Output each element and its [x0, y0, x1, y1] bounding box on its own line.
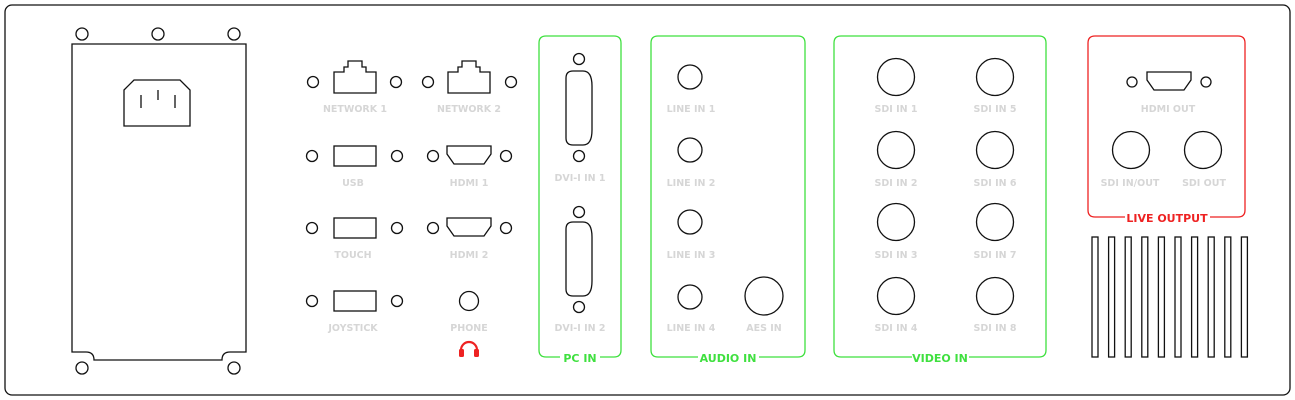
group-label: VIDEO IN — [912, 352, 968, 365]
dvi-icon — [565, 70, 593, 146]
vent-slot — [1124, 236, 1132, 358]
vent-slot — [1240, 236, 1249, 358]
port-joystick: JOYSTICK — [305, 290, 404, 334]
port-label: SDI IN 2 — [875, 178, 918, 189]
port-hdmi-1: HDMI 1 — [426, 145, 513, 189]
hdmi-icon — [446, 217, 492, 237]
port-label: LINE IN 2 — [667, 178, 716, 189]
port-label: HDMI OUT — [1141, 104, 1196, 115]
port-label: DVI-I IN 1 — [555, 173, 606, 184]
port-label: SDI IN/OUT — [1101, 178, 1160, 189]
usb-icon — [333, 145, 377, 167]
bnc-icon — [975, 202, 1015, 242]
bnc-icon — [876, 202, 916, 242]
audio-jack-icon — [677, 284, 703, 310]
power-inlet-icon — [123, 79, 191, 127]
bnc-icon — [975, 57, 1015, 97]
port-label: LINE IN 1 — [667, 104, 716, 115]
panel-outline — [4, 4, 1291, 396]
group-video-in: VIDEO IN SDI IN 1 SDI IN 2 SDI IN 3 SDI … — [833, 35, 1047, 365]
usb-icon — [333, 217, 377, 239]
ventilation-slots — [1091, 236, 1249, 358]
ethernet-icon — [333, 60, 377, 94]
audio-jack-icon — [677, 209, 703, 235]
vent-slot — [1174, 236, 1182, 358]
port-label: SDI IN 1 — [875, 104, 918, 115]
dvi-icon — [565, 221, 593, 297]
port-label: SDI IN 4 — [875, 323, 918, 334]
port-label: JOYSTICK — [327, 323, 378, 334]
bnc-icon — [975, 130, 1015, 170]
port-label: HDMI 2 — [450, 250, 489, 261]
hdmi-icon — [446, 145, 492, 165]
port-usb: USB — [305, 145, 404, 189]
vent-slot — [1157, 236, 1166, 358]
port-label: TOUCH — [334, 250, 371, 261]
port-label: AES IN — [746, 323, 782, 334]
group-live-output: LIVE OUTPUT HDMI OUT SDI IN/OUT SDI OUT — [1087, 35, 1246, 225]
port-label: DVI-I IN 2 — [555, 323, 606, 334]
port-phone: PHONE — [450, 290, 488, 357]
port-label: SDI IN 8 — [974, 323, 1017, 334]
port-network-1: NETWORK 1 — [306, 60, 403, 115]
group-label: AUDIO IN — [700, 352, 757, 365]
power-module — [71, 27, 247, 375]
port-label: NETWORK 1 — [323, 104, 387, 115]
port-label: SDI IN 6 — [974, 178, 1017, 189]
vent-slot — [1091, 236, 1099, 358]
group-pc-in: PC IN DVI-I IN 1 DVI-I IN 2 — [538, 35, 622, 365]
aes-connector-icon — [744, 276, 784, 316]
port-touch: TOUCH — [305, 217, 404, 261]
vent-slot — [1107, 236, 1116, 358]
port-label: SDI IN 3 — [875, 250, 918, 261]
usb-icon — [333, 290, 377, 312]
port-network-2: NETWORK 2 — [421, 60, 518, 115]
port-label: SDI IN 7 — [974, 250, 1017, 261]
port-hdmi-2: HDMI 2 — [426, 217, 513, 261]
port-label: USB — [342, 178, 364, 189]
vent-slot — [1224, 236, 1232, 358]
bnc-icon — [1111, 130, 1151, 170]
port-label: PHONE — [450, 323, 487, 334]
audio-jack-icon — [677, 137, 703, 163]
ethernet-icon — [447, 60, 491, 94]
vent-slot — [1190, 236, 1199, 358]
bnc-icon — [1183, 130, 1223, 170]
port-label: HDMI 1 — [450, 178, 489, 189]
headphones-icon — [459, 340, 479, 357]
group-label: LIVE OUTPUT — [1126, 212, 1208, 225]
hdmi-icon — [1146, 71, 1192, 91]
vent-slot — [1207, 236, 1215, 358]
port-label: SDI OUT — [1182, 178, 1226, 189]
port-label: LINE IN 4 — [667, 323, 716, 334]
bnc-icon — [876, 130, 916, 170]
bnc-icon — [975, 276, 1015, 316]
bnc-icon — [876, 57, 916, 97]
bnc-icon — [876, 276, 916, 316]
port-label: LINE IN 3 — [667, 250, 716, 261]
vent-slot — [1141, 236, 1149, 358]
port-label: NETWORK 2 — [437, 104, 501, 115]
group-label: PC IN — [563, 352, 596, 365]
screw-icon — [75, 27, 241, 375]
group-audio-in: AUDIO IN LINE IN 1 LINE IN 2 LINE IN 3 L… — [650, 35, 806, 365]
port-label: SDI IN 5 — [974, 104, 1017, 115]
audio-jack-icon — [677, 64, 703, 90]
